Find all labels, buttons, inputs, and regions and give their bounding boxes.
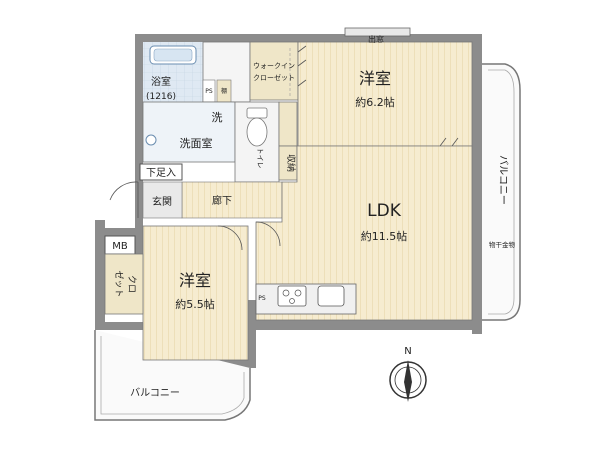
shoe-box: [139, 163, 183, 181]
western1-name: 洋室: [359, 69, 391, 88]
bay-window-label: 出窓: [368, 34, 384, 44]
bath-size: (1216): [146, 92, 176, 102]
tana-label: 棚: [221, 87, 227, 95]
toilet-label: トイレ: [256, 148, 264, 169]
compass-north: N: [404, 346, 411, 357]
entrance-label: 玄関: [152, 195, 172, 208]
closet-label-a: クロ: [126, 275, 137, 293]
closet-label-b: ゼット: [113, 270, 125, 297]
western-room-2: [142, 225, 249, 361]
ldk: [255, 145, 473, 321]
ldk-size: 約11.5帖: [361, 229, 408, 243]
toilet-room: [234, 101, 280, 183]
compass-icon: [389, 360, 427, 402]
small-closets: [278, 101, 298, 181]
shoe-label: 下足入: [146, 167, 176, 179]
western1-size: 約6.2帖: [355, 95, 395, 109]
balcony-right-label: バルコニー: [497, 155, 509, 205]
closet-left: [104, 253, 144, 315]
mb-label: MB: [112, 241, 128, 252]
washroom-label: 洗面室: [180, 136, 213, 150]
entrance: [109, 181, 183, 219]
wic-label-2: クローゼット: [253, 73, 295, 82]
balcony-bottom-label: バルコニー: [130, 387, 180, 399]
ps-label-1: PS: [205, 88, 213, 95]
bottom-balcony: [94, 330, 251, 421]
bay-window: [344, 27, 411, 37]
western-room-1: [297, 41, 473, 147]
ps-label-2: PS: [258, 295, 266, 302]
wash-label: 洗: [212, 111, 223, 124]
walk-in-closet: [249, 41, 299, 101]
western2-size: 約5.5帖: [175, 297, 215, 311]
bath-name: 浴室: [151, 75, 171, 88]
ldk-name: LDK: [367, 201, 402, 221]
bathroom: [143, 42, 203, 102]
hallway: [181, 181, 283, 219]
hallway-label: 廊下: [212, 194, 232, 207]
western2-name: 洋室: [179, 271, 211, 290]
storage-label: 収納: [285, 154, 297, 172]
washroom: [142, 101, 236, 163]
hanger-label: 物干金物: [489, 240, 516, 249]
right-balcony: [482, 63, 521, 321]
labels: 出窓 浴室 (1216) PS 棚 ウォークイン クローゼット 洋室 約6.2帖…: [112, 34, 515, 399]
wic-label-1: ウォークイン: [253, 62, 295, 70]
